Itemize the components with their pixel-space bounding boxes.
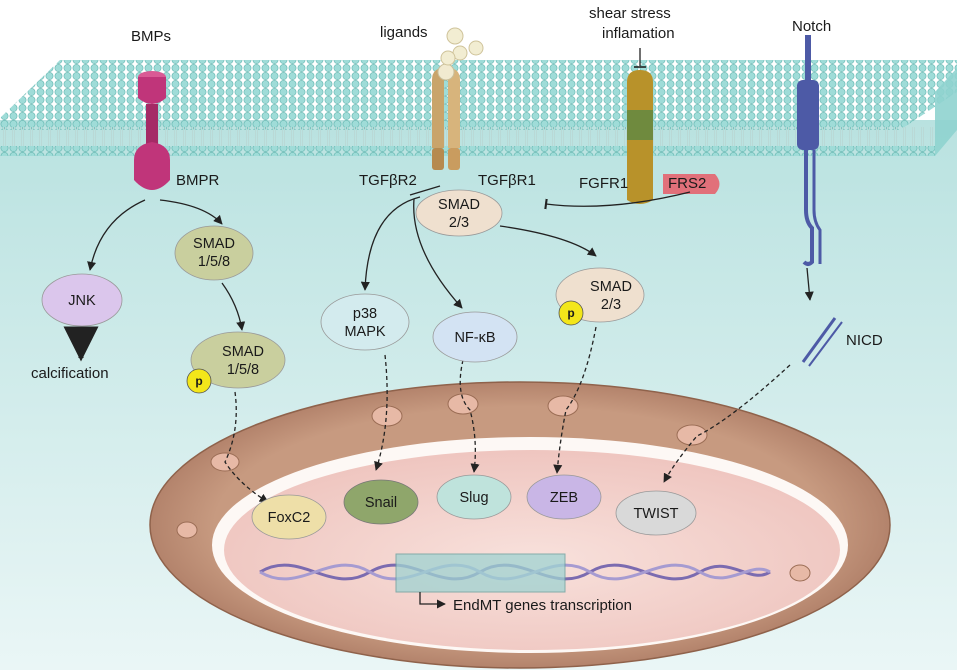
node-nfkb: NF-κB [432,311,518,363]
node-smad23-top-line2: 2/3 [449,215,469,231]
node-jnk: JNK [41,273,123,327]
nicd-fragment [801,317,843,367]
node-smad158-phospho: SMAD 1/5/8 p [186,331,286,394]
label-shear-stress: shear stress [589,5,671,22]
label-frs2: FRS2 [668,175,706,192]
tf-slug-label: Slug [459,490,488,506]
tf-snail: Snail [343,479,419,525]
node-p38-line1: p38 [353,306,377,322]
label-ligands: ligands [380,24,428,41]
transcription-box [395,553,566,593]
tf-snail-label: Snail [365,495,397,511]
tgfbr-receptors [432,63,460,170]
tf-foxc2: FoxC2 [251,494,327,540]
tf-zeb: ZEB [526,474,602,520]
bmpr-receptor [134,71,170,190]
dashed-arrows [224,326,791,503]
label-tgfbr2: TGFβR2 [359,172,417,189]
dna-helix [259,553,771,609]
label-tgfbr1: TGFβR1 [478,172,536,189]
node-p38-mapk: p38 MAPK [320,293,410,351]
node-smad23-top: SMAD 2/3 [415,189,503,237]
tf-slug: Slug [436,474,512,520]
node-smad158-top-line1: SMAD [193,236,235,252]
tf-twist-label: TWIST [633,506,678,522]
notch-receptor [797,35,822,266]
node-smad158p-line2: 1/5/8 [227,362,259,378]
phospho-badge-smad23 [558,300,584,326]
node-smad158p-line1: SMAD [222,344,264,360]
label-calcification: calcification [31,365,109,382]
tf-zeb-label: ZEB [550,490,578,506]
label-nicd: NICD [846,332,883,349]
node-smad23-top-line1: SMAD [438,197,480,213]
label-bmpr: BMPR [176,172,220,189]
node-p38-line2: MAPK [344,324,385,340]
label-notch: Notch [792,18,831,35]
frs2-protein [663,174,720,194]
node-jnk-label: JNK [68,293,96,309]
node-smad23p-line2: 2/3 [601,297,621,313]
node-smad23-phospho: SMAD 2/3 p [555,267,645,326]
tf-foxc2-label: FoxC2 [268,510,311,526]
phospho-badge-smad158 [186,368,212,394]
phospho-label-smad158: p [195,374,202,388]
fgfr1-receptor [627,48,653,204]
label-fgfr1: FGFR1 [579,175,628,192]
node-smad158-top: SMAD 1/5/8 [174,225,254,281]
label-bmps: BMPs [131,28,171,45]
label-endmt-transcription: EndMT genes transcription [453,597,632,614]
label-inflamation: inflamation [602,25,675,42]
ligand-balls [440,27,484,66]
pathway-arrows [63,185,814,362]
tf-twist: TWIST [615,490,697,536]
node-smad23p-line1: SMAD [590,279,632,295]
cell-membrane [0,60,957,156]
node-nfkb-label: NF-κB [454,330,495,346]
phospho-label-smad23: p [567,306,574,320]
node-smad158-top-line2: 1/5/8 [198,254,230,270]
